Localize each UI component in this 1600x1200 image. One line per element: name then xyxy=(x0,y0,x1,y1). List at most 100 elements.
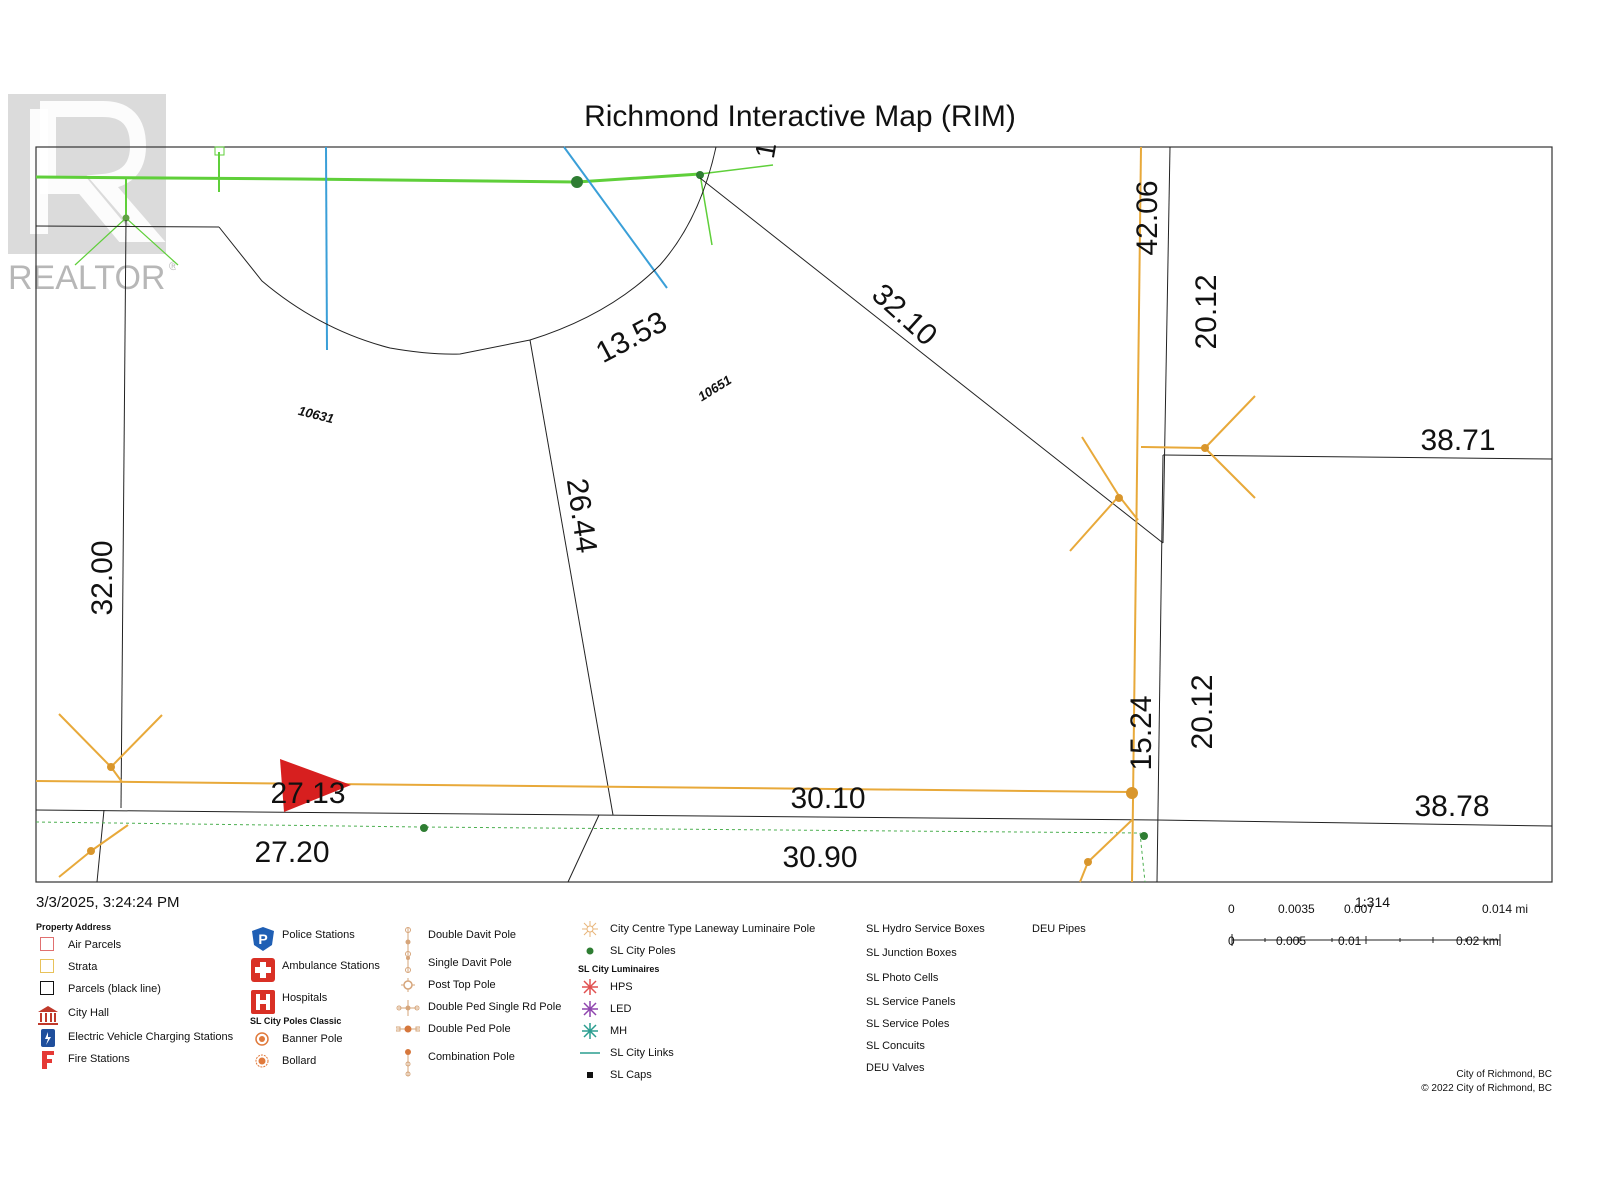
dim-diag-top-right: 32.10 xyxy=(865,278,943,353)
legend-item-banner-pole: Banner Pole xyxy=(250,1028,400,1050)
legend-label: SL Hydro Service Boxes xyxy=(866,923,985,935)
map-credits: City of Richmond, BC © 2022 City of Rich… xyxy=(1421,1068,1552,1096)
legend-label: SL Service Panels xyxy=(866,996,956,1008)
legend-item-conduits: SL Concuits xyxy=(866,1035,1036,1057)
junction-dot-icon xyxy=(122,214,130,222)
scale-km-tick: 0.005 xyxy=(1276,934,1307,948)
police-station-icon: P xyxy=(250,926,274,951)
scale-mi-tick: 0 xyxy=(1228,902,1235,916)
laneway-luminaire-icon xyxy=(578,920,602,938)
legend-item-ev-charging: Electric Vehicle Charging Stations xyxy=(36,1026,246,1048)
dim-east-lower: 20.12 xyxy=(1186,674,1219,749)
legend-item-strata: Strata xyxy=(36,956,246,978)
legend-column-3: Double Davit Pole Single Davit Pole Post… xyxy=(395,918,571,1077)
legend-column-4: City Centre Type Laneway Luminaire Pole … xyxy=(578,918,848,1086)
legend-item-single-davit: Single Davit Pole xyxy=(396,952,571,974)
parcel-lines xyxy=(35,146,1553,883)
mh-icon xyxy=(578,1022,602,1040)
parcel-label-east[interactable]: 10651 xyxy=(695,372,734,404)
legend-item-mh: MH xyxy=(578,1020,848,1042)
legend-column-5: SL Hydro Service Boxes SL Junction Boxes… xyxy=(866,918,1036,1079)
utility-green-lines xyxy=(35,152,774,266)
single-davit-pole-icon xyxy=(396,954,420,973)
watermark-text: REALTOR xyxy=(8,259,165,297)
legend-item-parcels-black: Parcels (black line) xyxy=(36,978,246,1000)
legend-item-combination: Combination Pole xyxy=(396,1040,571,1077)
legend-label: SL Concuits xyxy=(866,1040,925,1052)
utility-blue-lines xyxy=(325,146,668,351)
scale-mi-tick: 0.007 xyxy=(1344,902,1375,916)
legend-label: HPS xyxy=(610,981,633,993)
parcel-label-west[interactable]: 10631 xyxy=(297,403,336,426)
legend-item-junction-boxes: SL Junction Boxes xyxy=(866,940,1036,965)
city-hall-icon xyxy=(36,1004,60,1025)
double-ped-pole-icon xyxy=(395,1020,421,1038)
legend-item-city-hall: City Hall xyxy=(36,1000,246,1026)
legend-label: City Hall xyxy=(68,1007,109,1019)
legend-label: Strata xyxy=(68,961,98,973)
legend-label: MH xyxy=(610,1025,628,1037)
legend-item-ambulance: Ambulance Stations xyxy=(250,950,400,982)
strata-icon xyxy=(36,958,60,976)
utility-dashed-line xyxy=(35,821,1146,883)
sl-caps-icon xyxy=(578,1066,602,1084)
led-icon xyxy=(578,1000,602,1018)
sl-city-links-icon xyxy=(578,1044,602,1062)
legend-item-sl-caps: SL Caps xyxy=(578,1064,848,1086)
street-lines xyxy=(35,146,1256,883)
legend-label: Electric Vehicle Charging Stations xyxy=(68,1031,234,1043)
watermark-registered-mark: ® xyxy=(169,259,176,273)
legend-item-deu-valves: DEU Valves xyxy=(866,1057,1036,1079)
map-title: Richmond Interactive Map (RIM) xyxy=(584,100,1016,133)
pole-dots xyxy=(87,444,1209,866)
legend-label: Police Stations xyxy=(282,929,355,941)
legend-label: SL Junction Boxes xyxy=(866,946,957,959)
legend-item-laneway: City Centre Type Laneway Luminaire Pole xyxy=(578,918,848,940)
legend-label: Ambulance Stations xyxy=(282,960,380,972)
legend-label: SL Caps xyxy=(610,1069,652,1081)
legend-property-address-title: Property Address xyxy=(36,922,112,932)
dim-top-cut: 1 xyxy=(749,140,782,161)
legend-label: Double Ped Single Rd Pole xyxy=(428,1001,562,1013)
legend-label: Parcels (black line) xyxy=(68,983,161,995)
copyright-line: © 2022 City of Richmond, BC xyxy=(1421,1083,1552,1094)
ambulance-icon xyxy=(250,957,275,982)
legend-item-service-panels: SL Service Panels xyxy=(866,991,1036,1013)
legend-label: DEU Valves xyxy=(866,1062,925,1074)
junction-dot-icon xyxy=(1140,832,1148,840)
legend-item-post-top: Post Top Pole xyxy=(396,974,571,996)
legend-item-bollard: Bollard xyxy=(250,1050,400,1072)
legend-label: Hospitals xyxy=(282,992,328,1004)
map-frame xyxy=(35,146,1553,883)
legend-label: SL City Poles xyxy=(610,945,676,957)
scale-ratio: 1:314 xyxy=(1355,894,1391,910)
legend-item-double-davit: Double Davit Pole xyxy=(396,918,571,957)
legend-item-hospitals: Hospitals xyxy=(250,982,400,1014)
utility-box-icon xyxy=(214,146,225,156)
legend-column-2: P Police Stations Ambulance Stations Hos… xyxy=(250,920,400,1072)
legend-item-photo-cells: SL Photo Cells xyxy=(866,965,1036,991)
legend-label: Air Parcels xyxy=(68,939,122,951)
legend-item-service-poles: SL Service Poles xyxy=(866,1013,1036,1035)
dim-south-mid: 30.90 xyxy=(782,841,857,874)
dim-east-upper: 20.12 xyxy=(1190,274,1223,349)
scale-mi-tick: 0.0035 xyxy=(1278,902,1315,916)
post-top-pole-icon xyxy=(396,976,420,994)
ev-charging-icon xyxy=(36,1028,60,1047)
map-timestamp: 3/3/2025, 3:24:24 PM xyxy=(36,894,180,911)
legend-item-air-parcels: Air Parcels xyxy=(36,934,246,956)
dim-center-line: 26.44 xyxy=(560,476,603,555)
legend-item-sl-city-links: SL City Links xyxy=(578,1042,848,1064)
legend-label: Double Ped Pole xyxy=(428,1023,511,1035)
hps-icon xyxy=(578,978,602,996)
bollard-icon xyxy=(250,1052,274,1070)
air-parcels-icon xyxy=(36,936,60,954)
legend-item-sl-city-poles: SL City Poles xyxy=(578,940,848,962)
scale-km-tick: 0 xyxy=(1228,934,1235,948)
legend-label: SL City Links xyxy=(610,1047,674,1059)
location-marker-icon[interactable] xyxy=(280,759,351,812)
legend-label: SL Service Poles xyxy=(866,1018,950,1030)
legend-item-hydro-service-boxes: SL Hydro Service Boxes xyxy=(866,918,1036,940)
legend-column-1: Property Address Air Parcels Strata Parc… xyxy=(36,920,246,1070)
